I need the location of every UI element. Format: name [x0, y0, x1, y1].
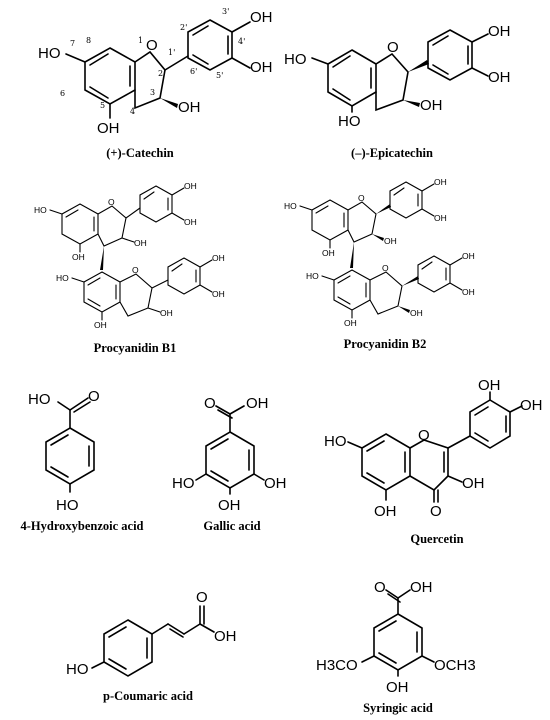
- syringic-acid-carbonyl-o: O: [374, 579, 386, 596]
- gallic-acid-carbonyl-o: O: [204, 395, 216, 412]
- syringic-acid-structure: O OH H3CO OCH3 OH Syringic acid: [316, 579, 476, 715]
- p-coumaric-acid-acid-oh: OH: [214, 628, 237, 645]
- epicatechin-3-oh: OH: [420, 97, 443, 114]
- p-coumaric-acid-structure: O OH HO p-Coumaric acid: [66, 589, 237, 703]
- procyanidin-b1-lower-3prime-oh: OH: [212, 289, 225, 299]
- gallic-acid-acid-oh: OH: [246, 395, 269, 412]
- procyanidin-b1-upper-ring-oxygen: O: [108, 197, 115, 207]
- procyanidin-b2-upper-5-oh: OH: [322, 248, 335, 258]
- p-coumaric-acid-carbonyl-o: O: [196, 589, 208, 606]
- gallic-acid-3-oh: HO: [172, 475, 195, 492]
- syringic-acid-3-methoxy: H3CO: [316, 657, 358, 674]
- catechin-3-oh: OH: [178, 99, 201, 116]
- catechin-position-1: 1: [138, 36, 143, 45]
- procyanidin-b2-structure: O HO OH OH OH OH O HO OH OH OH OH Procya…: [284, 177, 475, 351]
- catechin-position-5: 5: [100, 101, 105, 110]
- epicatechin-caption: (–)-Epicatechin: [351, 146, 433, 160]
- procyanidin-b2-upper-ring-oxygen: O: [358, 193, 365, 203]
- procyanidin-b2-upper-3prime-oh: OH: [434, 213, 447, 223]
- procyanidin-b2-upper-7-oh: HO: [284, 201, 297, 211]
- quercetin-3prime-oh: OH: [478, 377, 501, 394]
- procyanidin-b1-upper-3prime-oh: OH: [184, 217, 197, 227]
- procyanidin-b2-lower-5-oh: OH: [344, 318, 357, 328]
- procyanidin-b2-caption: Procyanidin B2: [344, 337, 427, 351]
- hydroxybenzoic-acid-caption: 4-Hydroxybenzoic acid: [20, 519, 143, 533]
- catechin-structure: O HO OH OH OH OH 1 2 3 4 5 6 7 8 1' 2' 3…: [38, 7, 273, 160]
- gallic-acid-structure: O OH HO OH OH Gallic acid: [172, 395, 287, 533]
- catechin-position-6prime: 6': [190, 67, 197, 76]
- procyanidin-b1-lower-3-oh: OH: [160, 308, 173, 318]
- procyanidin-b1-upper-7-oh: HO: [34, 205, 47, 215]
- epicatechin-3prime-oh: OH: [488, 69, 511, 86]
- syringic-acid-acid-oh: OH: [410, 579, 433, 596]
- hydroxybenzoic-acid-carbonyl-o: O: [88, 388, 100, 405]
- procyanidin-b1-caption: Procyanidin B1: [94, 341, 177, 355]
- quercetin-7-oh: HO: [324, 433, 347, 450]
- catechin-position-2: 2: [158, 69, 163, 78]
- epicatechin-structure: O HO HO OH OH OH (–)-Epicatechin: [284, 23, 511, 160]
- quercetin-4prime-oh: OH: [520, 397, 543, 414]
- p-coumaric-acid-4-oh: HO: [66, 661, 89, 678]
- hydroxybenzoic-acid-4-oh: HO: [56, 497, 79, 514]
- procyanidin-b2-upper-3-oh: OH: [384, 236, 397, 246]
- catechin-4prime-oh: OH: [250, 9, 273, 26]
- procyanidin-b2-lower-ring-oxygen: O: [382, 263, 389, 273]
- epicatechin-5-oh: HO: [338, 113, 361, 130]
- catechin-caption: (+)-Catechin: [106, 146, 174, 160]
- syringic-acid-caption: Syringic acid: [363, 701, 433, 715]
- quercetin-4-carbonyl-o: O: [430, 503, 442, 520]
- catechin-position-8: 8: [86, 36, 91, 45]
- epicatechin-ring-oxygen: O: [387, 39, 399, 56]
- catechin-position-3: 3: [150, 88, 155, 97]
- procyanidin-b2-lower-7-oh: HO: [306, 271, 319, 281]
- catechin-position-5prime: 5': [216, 71, 223, 80]
- catechin-ring-oxygen: O: [146, 37, 158, 54]
- catechin-position-3prime: 3': [222, 7, 229, 16]
- procyanidin-b1-upper-3-oh: OH: [134, 238, 147, 248]
- procyanidin-b2-lower-3prime-oh: OH: [462, 287, 475, 297]
- quercetin-caption: Quercetin: [410, 532, 463, 546]
- hydroxybenzoic-acid-structure: HO O HO 4-Hydroxybenzoic acid: [20, 388, 143, 533]
- gallic-acid-caption: Gallic acid: [203, 519, 260, 533]
- syringic-acid-5-methoxy: OCH3: [434, 657, 476, 674]
- epicatechin-4prime-oh: OH: [488, 23, 511, 40]
- catechin-7-oh: HO: [38, 45, 61, 62]
- procyanidin-b1-upper-5-oh: OH: [72, 252, 85, 262]
- catechin-position-6: 6: [60, 89, 65, 98]
- quercetin-5-oh: OH: [374, 503, 397, 520]
- procyanidin-b1-lower-5-oh: OH: [94, 320, 107, 330]
- epicatechin-7-oh: HO: [284, 51, 307, 68]
- procyanidin-b1-lower-7-oh: HO: [56, 273, 69, 283]
- p-coumaric-acid-caption: p-Coumaric acid: [103, 689, 193, 703]
- procyanidin-b1-upper-4prime-oh: OH: [184, 181, 197, 191]
- quercetin-ring-oxygen: O: [418, 427, 430, 444]
- procyanidin-b1-lower-ring-oxygen: O: [132, 265, 139, 275]
- syringic-acid-4-oh: OH: [386, 679, 409, 696]
- quercetin-3-oh: OH: [462, 475, 485, 492]
- hydroxybenzoic-acid-oh: HO: [28, 391, 51, 408]
- procyanidin-b1-lower-4prime-oh: OH: [212, 253, 225, 263]
- quercetin-structure: O HO OH O OH OH OH Quercetin: [324, 377, 543, 546]
- catechin-3prime-oh: OH: [250, 59, 273, 76]
- procyanidin-b1-structure: O HO OH OH OH OH O HO OH OH OH OH Procya…: [34, 181, 225, 355]
- catechin-position-2prime: 2': [180, 23, 187, 32]
- procyanidin-b2-lower-4prime-oh: OH: [462, 251, 475, 261]
- procyanidin-b2-upper-4prime-oh: OH: [434, 177, 447, 187]
- gallic-acid-4-oh: OH: [218, 497, 241, 514]
- gallic-acid-5-oh: OH: [264, 475, 287, 492]
- catechin-position-7: 7: [70, 39, 75, 48]
- catechin-position-4prime: 4': [238, 37, 245, 46]
- catechin-position-1prime: 1': [168, 48, 175, 57]
- procyanidin-b2-lower-3-oh: OH: [410, 308, 423, 318]
- catechin-position-4: 4: [130, 107, 135, 116]
- catechin-5-oh: OH: [97, 120, 120, 137]
